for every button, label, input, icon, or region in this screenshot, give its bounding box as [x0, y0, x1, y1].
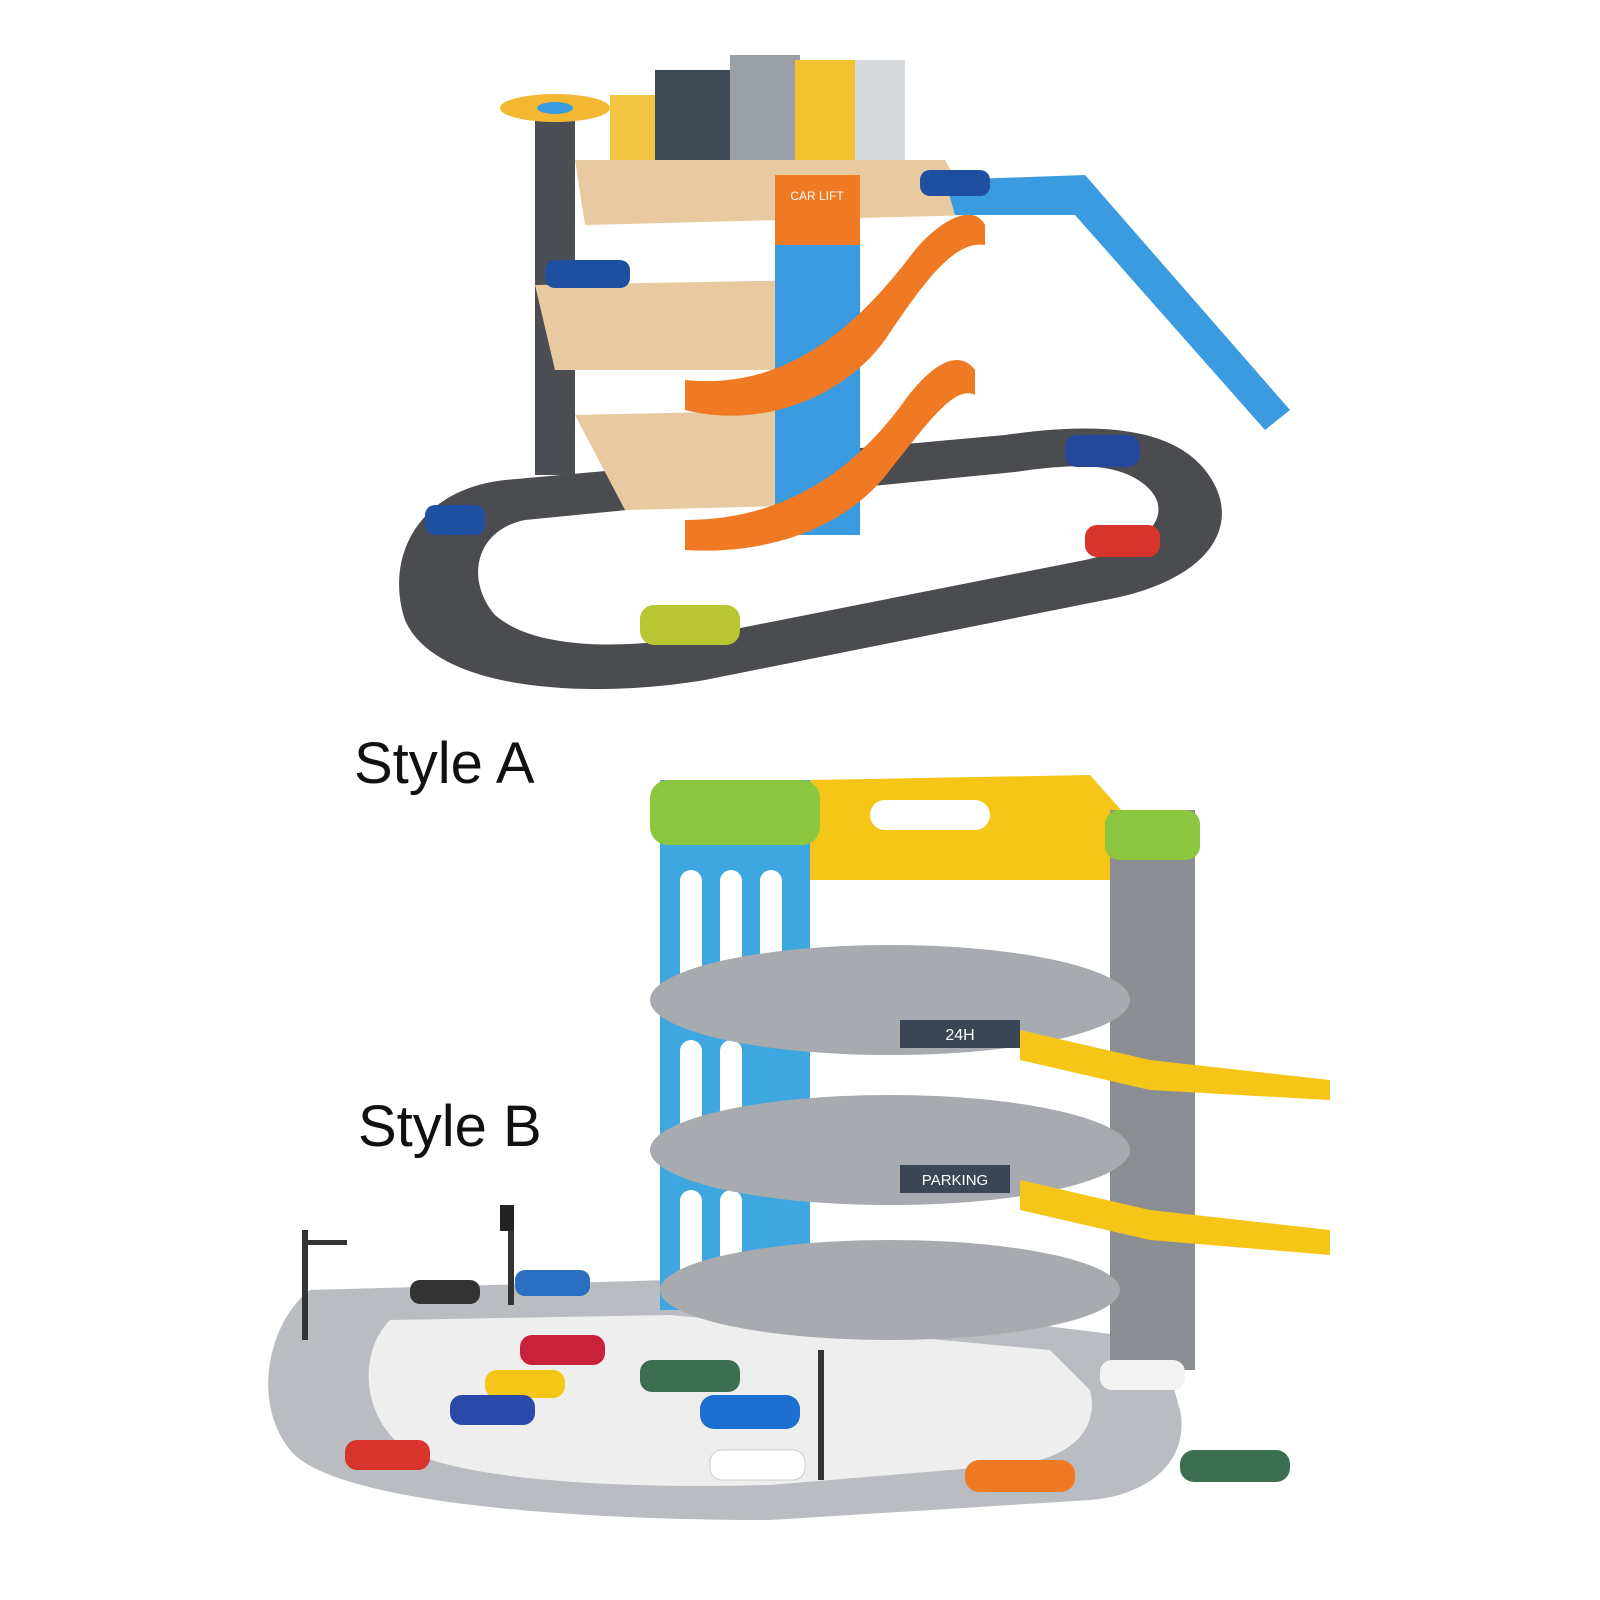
- style-b-toy-cars: [345, 1270, 1290, 1492]
- toy-car-icon: [1085, 525, 1160, 557]
- toy-car-icon: [410, 1280, 480, 1304]
- toy-car-icon: [345, 1440, 430, 1470]
- style-b-label: Style B: [358, 1094, 542, 1159]
- toy-car-icon: [520, 1335, 605, 1365]
- street-lamp-icon: [302, 1230, 308, 1340]
- toy-car-icon: [1100, 1360, 1185, 1390]
- toy-car-icon: [640, 605, 740, 645]
- street-lamp-icon: [818, 1350, 824, 1480]
- style-b-yellow-ramps: [1020, 1030, 1330, 1255]
- car-lift-sign: CAR LIFT: [790, 189, 844, 203]
- traffic-light-icon: [508, 1210, 514, 1305]
- style-a-toy-photo: CAR LIFT: [399, 55, 1290, 690]
- toy-car-icon: [700, 1395, 800, 1429]
- toy-car-icon: [545, 260, 630, 288]
- 24h-parking-sign: 24H: [945, 1027, 974, 1044]
- toy-car-icon: [965, 1460, 1075, 1492]
- toy-car-icon: [920, 170, 990, 196]
- toy-car-icon: [425, 505, 485, 535]
- style-b-parking-decks: 24H PARKING: [650, 945, 1130, 1340]
- style-b-toy-photo: 24H PARKING: [268, 775, 1330, 1520]
- style-a-orange-ramps: [685, 214, 985, 551]
- style-b-street-furniture: [302, 1205, 824, 1480]
- toy-car-icon: [450, 1395, 535, 1425]
- toy-car-icon: [485, 1370, 565, 1398]
- style-a-toy-cars: [425, 170, 1160, 645]
- toy-car-icon: [709, 1449, 806, 1481]
- toy-car-icon: [1180, 1450, 1290, 1482]
- toy-car-icon: [640, 1360, 740, 1392]
- style-b-yellow-handle: [810, 775, 1130, 880]
- style-a-blue-ramp: [945, 175, 1290, 430]
- style-a-oval-track: [399, 428, 1222, 690]
- style-a-label: Style A: [354, 731, 535, 796]
- toy-car-icon: [515, 1270, 590, 1296]
- parking-sign: PARKING: [922, 1172, 988, 1189]
- toy-car-icon: [1065, 435, 1140, 467]
